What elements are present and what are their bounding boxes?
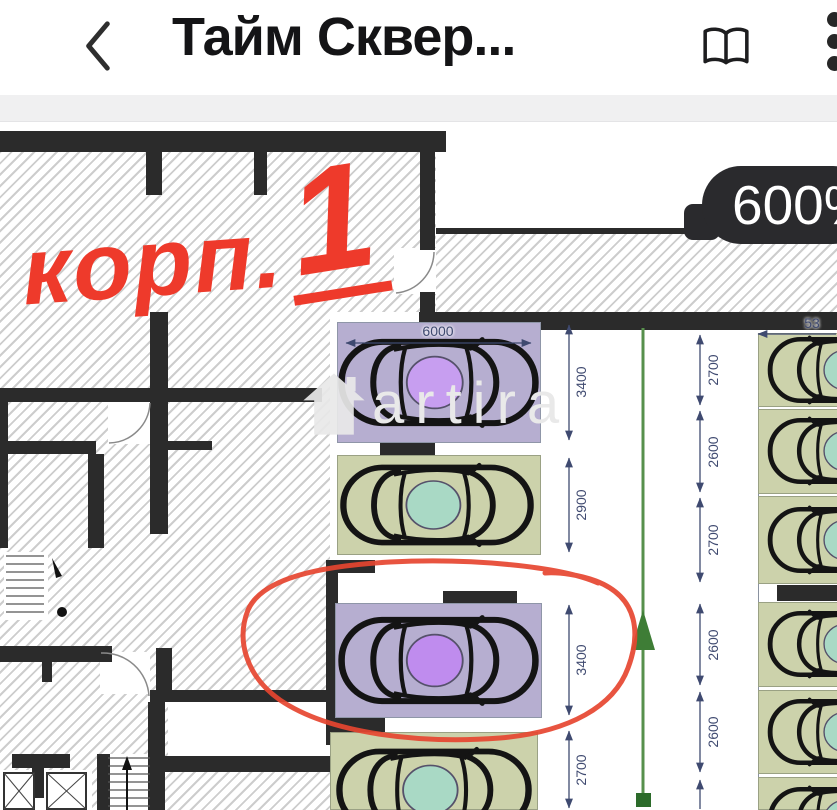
wall-strip-hatch	[436, 233, 837, 312]
wall-segment	[0, 131, 446, 152]
wall-segment	[146, 152, 162, 195]
dim-label: 3400	[573, 644, 589, 676]
building-annotation: корп. 1	[15, 128, 394, 326]
car-icon	[766, 504, 837, 576]
dim-label-6000: 6000	[422, 323, 454, 339]
stairwell-1	[4, 552, 48, 620]
wall-segment	[0, 400, 8, 548]
back-icon[interactable]	[84, 20, 112, 72]
wall-segment	[168, 441, 212, 450]
stairwell-2	[104, 754, 152, 810]
car-icon	[336, 613, 541, 708]
book-icon[interactable]	[701, 24, 751, 70]
wall-segment	[148, 702, 165, 810]
dim-label: 2600	[705, 716, 721, 748]
wall-segment	[436, 228, 837, 234]
zoom-level-badge: 600%	[702, 166, 837, 244]
wall-segment	[0, 441, 96, 454]
toolbar-strip	[0, 95, 837, 122]
car-icon	[766, 696, 837, 768]
dim-label-53: 53	[804, 315, 820, 331]
house-icon	[303, 373, 365, 435]
parking-wall-stub	[777, 585, 837, 601]
car-icon	[338, 461, 536, 549]
page-title: Тайм Сквер...	[172, 7, 516, 67]
wall-segment	[0, 646, 112, 662]
dim-label: 2700	[705, 354, 721, 386]
header: Тайм Сквер...	[0, 0, 837, 95]
building-annotation-word: корп.	[18, 200, 287, 326]
wall-segment	[12, 754, 70, 768]
wall-segment	[150, 312, 168, 534]
wall-segment	[42, 662, 52, 682]
dim-label: 2900	[573, 489, 589, 521]
wall-segment	[88, 454, 104, 548]
car-icon	[766, 784, 837, 810]
menu-icon[interactable]	[827, 12, 837, 84]
parking-wall-stub	[326, 560, 375, 573]
parking-wall-stub	[326, 718, 385, 732]
wall-segment	[97, 754, 110, 810]
door-opening	[394, 248, 436, 294]
wall-segment	[420, 292, 435, 314]
wall-segment	[150, 690, 330, 702]
car-icon	[766, 608, 837, 680]
wall-segment	[254, 152, 267, 195]
car-icon	[334, 745, 534, 810]
wall-segment	[156, 648, 172, 694]
drive-direction-arrow	[631, 328, 655, 807]
car-icon	[766, 415, 837, 487]
watermark-text: artira	[372, 371, 571, 436]
elevator-lobby	[0, 770, 92, 810]
building-annotation-number: 1	[271, 128, 394, 307]
wall-segment	[165, 756, 330, 772]
corridor	[168, 702, 330, 756]
dim-label: 2600	[705, 436, 721, 468]
wall-segment	[32, 768, 44, 798]
car-icon	[766, 334, 837, 406]
wall-segment	[420, 152, 435, 250]
dim-label: 2700	[573, 754, 589, 786]
door-opening	[108, 402, 152, 444]
dim-label: 2600	[705, 629, 721, 661]
dim-label: 3400	[573, 366, 589, 398]
dim-label: 2700	[705, 524, 721, 556]
parking-wall-stub	[443, 591, 517, 603]
building-hatch-upper	[0, 131, 436, 312]
parking-wall-stub	[380, 443, 435, 456]
